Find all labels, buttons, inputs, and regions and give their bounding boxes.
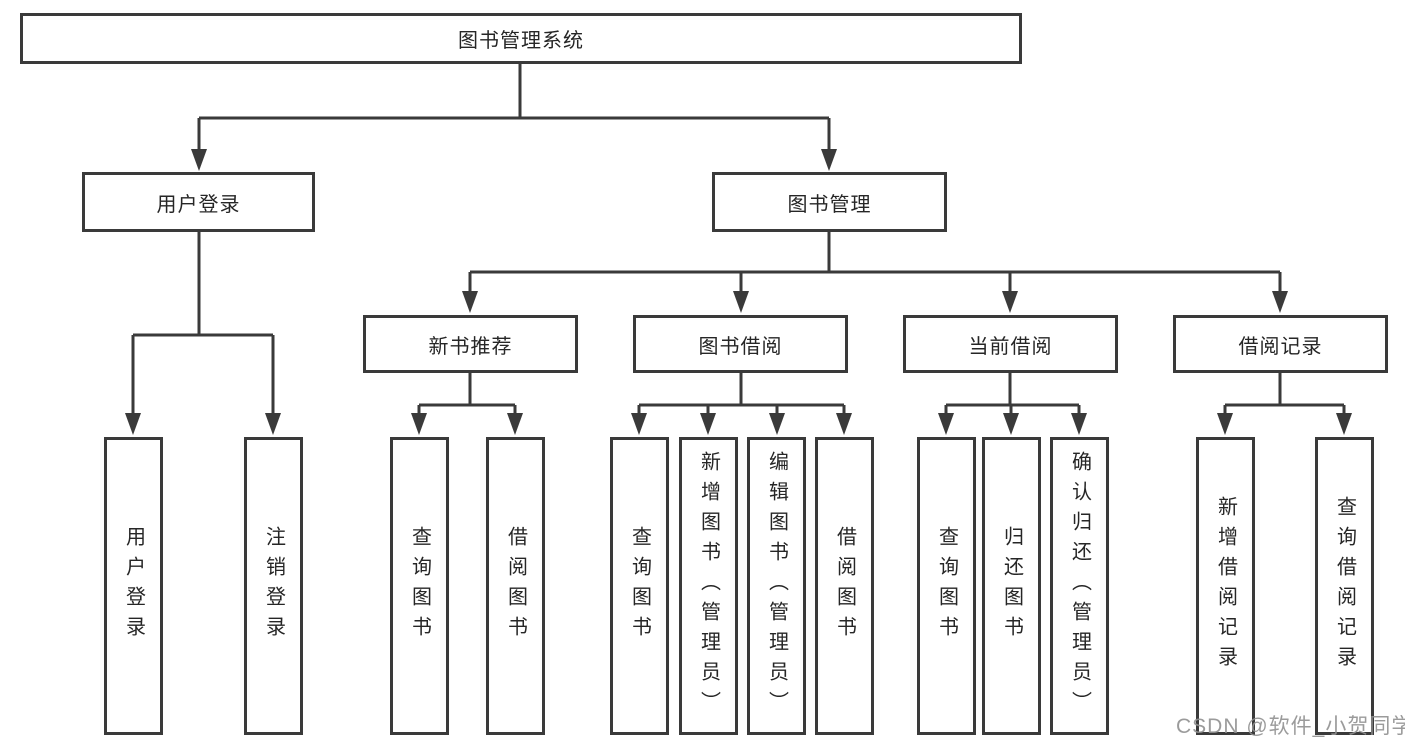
node-book-borrow-label: 图书借阅	[698, 335, 783, 358]
leaf-recommend-query-books: 查询图书	[390, 437, 449, 735]
node-library-system: 图书管理系统	[20, 13, 1022, 64]
node-current-borrow: 当前借阅	[903, 315, 1118, 373]
leaf-add-book-admin-label: 新增图书（管理员）	[697, 451, 720, 721]
node-book-borrow: 图书借阅	[633, 315, 848, 373]
node-book-management-label: 图书管理	[787, 193, 872, 216]
leaf-borrow-books-label: 借阅图书	[833, 526, 856, 646]
leaf-confirm-return-admin: 确认归还（管理员）	[1050, 437, 1109, 735]
leaf-recommend-borrow-books: 借阅图书	[486, 437, 545, 735]
arrowheads	[125, 149, 1352, 435]
leaf-query-borrow-record-label: 查询借阅记录	[1333, 496, 1356, 676]
leaf-logout-label: 注销登录	[262, 526, 285, 646]
leaf-edit-book-admin: 编辑图书（管理员）	[747, 437, 806, 735]
leaf-edit-book-admin-label: 编辑图书（管理员）	[765, 451, 788, 721]
node-book-management: 图书管理	[712, 172, 947, 232]
leaf-recommend-borrow-books-label: 借阅图书	[504, 526, 527, 646]
leaf-return-books: 归还图书	[982, 437, 1041, 735]
leaf-confirm-return-admin-label: 确认归还（管理员）	[1068, 451, 1091, 721]
leaf-current-query-books-label: 查询图书	[935, 526, 958, 646]
leaf-return-books-label: 归还图书	[1000, 526, 1023, 646]
leaf-query-borrow-record: 查询借阅记录	[1315, 437, 1374, 735]
node-borrow-records-label: 借阅记录	[1238, 335, 1323, 358]
leaf-add-book-admin: 新增图书（管理员）	[679, 437, 738, 735]
node-current-borrow-label: 当前借阅	[968, 335, 1053, 358]
leaf-add-borrow-record-label: 新增借阅记录	[1214, 496, 1237, 676]
node-new-book-recommend: 新书推荐	[363, 315, 578, 373]
leaf-user-login: 用户登录	[104, 437, 163, 735]
leaf-current-query-books: 查询图书	[917, 437, 976, 735]
leaf-user-login-label: 用户登录	[122, 526, 145, 646]
leaf-borrow-books: 借阅图书	[815, 437, 874, 735]
leaf-logout: 注销登录	[244, 437, 303, 735]
node-user-login-branch-label: 用户登录	[156, 193, 241, 216]
csdn-watermark: CSDN @软件_小贺同学	[1176, 715, 1405, 738]
node-library-system-label: 图书管理系统	[458, 30, 584, 52]
leaf-borrow-query-books-label: 查询图书	[628, 526, 651, 646]
node-new-book-recommend-label: 新书推荐	[428, 335, 513, 358]
leaf-recommend-query-books-label: 查询图书	[408, 526, 431, 646]
leaf-borrow-query-books: 查询图书	[610, 437, 669, 735]
leaf-add-borrow-record: 新增借阅记录	[1196, 437, 1255, 735]
node-user-login-branch: 用户登录	[82, 172, 315, 232]
node-borrow-records: 借阅记录	[1173, 315, 1388, 373]
